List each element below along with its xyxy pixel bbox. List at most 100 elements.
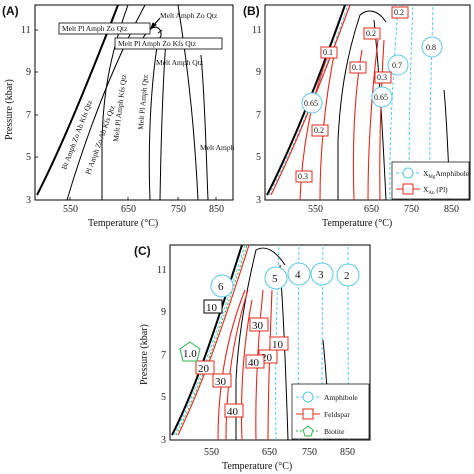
x-tick: 550 (63, 204, 78, 215)
panel-c-iso-labels: 6 5 4 3 2 10 30 20 10 20 40 30 40 1.0 (179, 262, 360, 418)
y-tick: 3 (26, 195, 31, 206)
iso-label-red: 30 (215, 376, 227, 388)
boundary-line (200, 54, 209, 201)
panel-b-xticks: 550 650 750 850 (308, 204, 459, 215)
y-tick: 7 (256, 110, 261, 121)
field-label: Melt Pl Amph Qtz (136, 74, 150, 130)
x-tick: 750 (171, 204, 186, 215)
panel-c-xlabel: Temperature (°C) (222, 461, 292, 472)
boundary-line (159, 39, 167, 201)
panel-a-frame (34, 4, 234, 201)
field-box-label: Melt Pl Amph Zo Qtz (62, 24, 128, 33)
iso-label-red: 10 (272, 339, 284, 351)
iso-label-blue: 0.65 (304, 99, 318, 108)
iso-label-red: 40 (248, 357, 260, 369)
x-tick: 650 (364, 204, 379, 215)
legend-feldspar: Feldspar (324, 410, 350, 419)
iso-label-red: 20 (198, 363, 210, 375)
panel-c-yticks: 3 5 7 9 11 (157, 265, 167, 446)
panel-b-iso-labels: 0.65 0.65 0.7 0.8 0.1 0.2 0.3 0.1 0.2 0.… (295, 6, 443, 183)
isopleth-plagioclase (379, 39, 385, 201)
iso-label-blue: 3 (318, 269, 324, 281)
y-tick: 7 (26, 110, 31, 121)
iso-label-red: 0.3 (298, 172, 308, 181)
iso-label-blue: 4 (295, 269, 301, 281)
isopleth-feldspar (177, 244, 250, 436)
iso-label-blue: 0.7 (392, 61, 402, 70)
y-tick: 11 (157, 265, 167, 276)
panel-b: (B) 3 5 7 9 11 550 650 750 850 Temperatu… (243, 4, 471, 229)
boundary-line (235, 247, 286, 440)
panel-b-xlabel: Temperature (°C) (322, 218, 392, 229)
panel-c: (C) 3 5 7 9 11 550 650 750 850 Temperatu… (134, 244, 371, 472)
iso-label-blue: 5 (272, 273, 278, 285)
x-tick: 850 (340, 447, 355, 458)
x-tick: 750 (302, 447, 317, 458)
iso-label-red: 40 (227, 406, 239, 418)
iso-label-red: 20 (261, 352, 273, 364)
y-tick: 11 (252, 25, 262, 36)
x-tick: 750 (404, 204, 419, 215)
x-tick: 850 (444, 204, 459, 215)
isopleth-amphibole (268, 4, 349, 196)
field-label: Melt Amph (200, 143, 235, 152)
panel-c-xticks: 550 650 750 850 (204, 447, 355, 458)
boundary-line (337, 10, 387, 200)
isopleth-feldspar (240, 299, 253, 441)
field-label: Melt Amph Qtz (156, 58, 204, 67)
panel-b-legend: XMgAmphibole XAn (Pl) (391, 161, 470, 200)
iso-label-red: 0.2 (394, 8, 404, 17)
y-tick: 5 (256, 152, 261, 163)
isopleth-plagioclase (270, 4, 351, 196)
field-box-label: Melt Pl Amph Zo Kfs Qtz (118, 39, 197, 48)
iso-label-blue: 6 (218, 281, 224, 293)
iso-label-red: 30 (252, 320, 264, 332)
isopleth-feldspar (225, 289, 249, 441)
field-label: Melt Amph Zo Qtz (160, 11, 218, 20)
isopleth-plagioclase (367, 39, 379, 201)
panel-c-ylabel: Pressure (kbar) (139, 324, 150, 385)
y-tick: 7 (161, 350, 166, 361)
iso-label-blue: 0.8 (426, 43, 436, 52)
y-tick: 11 (21, 25, 31, 36)
isopleth-amphibole (389, 4, 399, 201)
iso-label-red: 0.1 (323, 48, 333, 57)
panel-a-label: (A) (2, 4, 19, 18)
x-tick: 650 (262, 447, 277, 458)
iso-label-red: 0.1 (352, 63, 362, 72)
iso-label-green: 1.0 (183, 348, 197, 360)
panel-a-yticks: 3 5 7 9 11 (21, 25, 31, 206)
y-tick: 9 (256, 67, 261, 78)
panel-a-ylabel: Pressure (kbar) (4, 79, 15, 140)
legend-amphibole: Amphibole (324, 393, 358, 402)
panel-a-xlabel: Temperature (°C) (88, 218, 158, 229)
x-tick: 550 (204, 447, 219, 458)
iso-label-blue: 0.65 (374, 93, 388, 102)
iso-label-red: 0.3 (377, 73, 387, 82)
iso-label-red: 0.2 (366, 29, 376, 38)
x-tick: 550 (308, 204, 323, 215)
legend-amphibole: XMgAmphibole (423, 169, 470, 180)
panel-b-label: (B) (243, 4, 260, 18)
y-tick: 9 (26, 67, 31, 78)
isopleth-feldspar (267, 289, 273, 441)
panel-a-xticks: 550 650 750 850 (63, 204, 224, 215)
iso-label-red: 0.2 (314, 126, 324, 135)
x-tick: 850 (209, 204, 224, 215)
y-tick: 5 (26, 152, 31, 163)
y-tick: 9 (161, 307, 166, 318)
panel-b-yticks: 3 5 7 9 11 (252, 25, 262, 206)
y-tick: 3 (161, 435, 166, 446)
y-tick: 3 (256, 195, 261, 206)
x-tick: 650 (121, 204, 136, 215)
legend-plagioclase: XAn (Pl) (423, 185, 448, 196)
iso-label-blue: 2 (344, 270, 350, 282)
iso-label-black: 10 (206, 302, 218, 314)
y-tick: 5 (161, 392, 166, 403)
boundary-line (177, 4, 199, 201)
boundary-solidus-thick (36, 4, 119, 196)
boundary-solidus-thick (171, 244, 243, 436)
boundary-line (148, 39, 159, 201)
isopleth-feldspar (217, 289, 246, 441)
